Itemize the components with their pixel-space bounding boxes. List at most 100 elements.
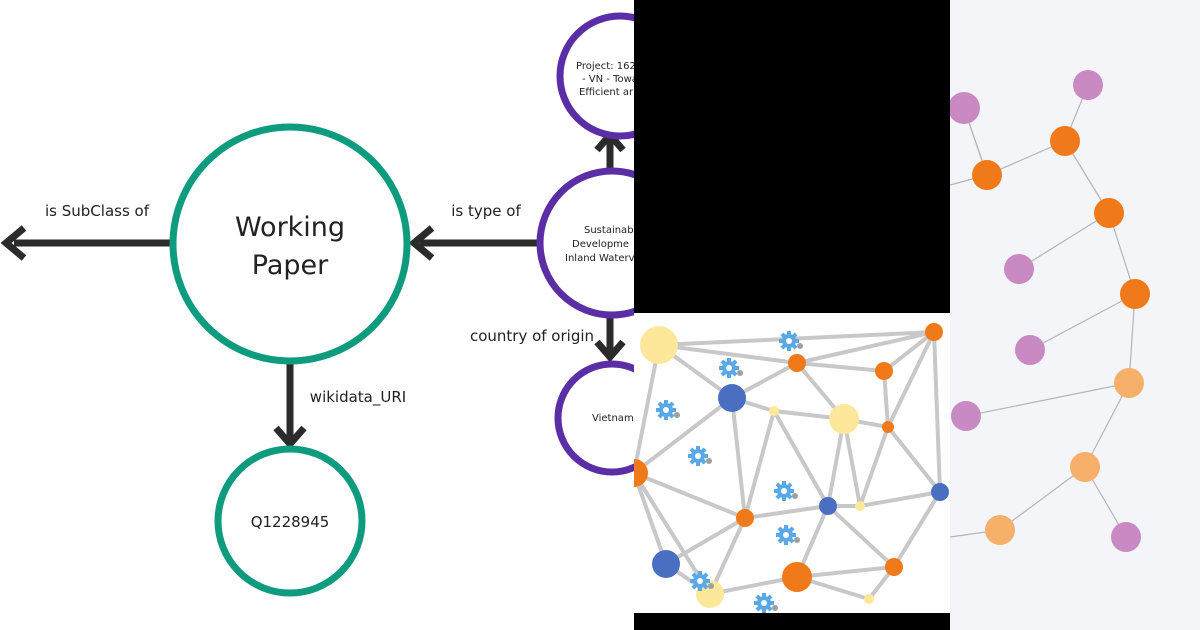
edge-subclass: is SubClass of — [0, 202, 170, 261]
network-node — [819, 497, 837, 515]
gear-small — [737, 370, 743, 376]
gear-tooth — [698, 586, 702, 591]
gear-hole — [697, 578, 703, 584]
node-sustainable-development: Sustainab Developme Inland Waterv — [536, 167, 634, 319]
gear-tooth — [698, 571, 702, 576]
network-node — [925, 323, 943, 341]
network-edge — [826, 504, 896, 569]
network-node — [736, 509, 754, 527]
tree-node — [1114, 368, 1144, 398]
network-edge — [634, 471, 712, 596]
tree-node — [1015, 335, 1045, 365]
tree-nodes — [950, 70, 1150, 552]
vietnam-label: Vietnam — [592, 413, 634, 424]
gear-hole — [786, 338, 792, 344]
network-node — [882, 421, 894, 433]
gear-small — [674, 412, 680, 418]
network-edge — [796, 361, 885, 373]
tree-edge — [965, 382, 1130, 417]
gear-hole — [781, 488, 787, 494]
network-edge — [664, 516, 747, 566]
network-node — [829, 404, 859, 434]
knowledge-graph-svg: is SubClass of is type of wikidata_URI c… — [0, 12, 634, 597]
project-line1: Project: 162 — [576, 61, 634, 72]
gear-hole — [726, 365, 732, 371]
network-edge — [658, 343, 798, 365]
gear-tooth — [782, 496, 786, 501]
gear-icon — [779, 331, 803, 351]
node-vietnam: Vietnam — [554, 360, 634, 476]
tree-node — [950, 92, 980, 124]
gear-tooth — [784, 525, 788, 530]
tree-graphic-panel — [950, 0, 1200, 630]
network-node — [652, 550, 680, 578]
node-label-line2: Paper — [252, 250, 329, 281]
tree-node — [1111, 522, 1141, 552]
gear-icon — [754, 593, 778, 613]
gear-tooth — [664, 400, 668, 405]
tree-edge — [999, 466, 1086, 531]
tree-node — [1050, 126, 1080, 156]
network-gears — [656, 331, 803, 613]
project-line2: - VN - Towa — [582, 74, 634, 85]
gear-tooth — [696, 461, 700, 466]
gear-tooth — [696, 446, 700, 451]
network-edge — [744, 504, 829, 520]
network-node — [931, 483, 949, 501]
network-edge — [882, 330, 936, 373]
network-edge — [730, 397, 747, 519]
gear-small — [794, 537, 800, 543]
edge-label-subclass: is SubClass of — [45, 202, 150, 220]
gear-hole — [783, 532, 789, 538]
network-node — [634, 459, 648, 487]
tree-edges — [950, 84, 1136, 538]
tree-graphic-svg — [950, 70, 1150, 552]
tree-node — [972, 160, 1002, 190]
edge-country-of-origin: country of origin — [470, 312, 626, 363]
tree-edge — [1084, 382, 1130, 468]
edge-label-origin: country of origin — [470, 327, 594, 345]
network-node — [855, 501, 865, 511]
sustainable-line3: Inland Waterv — [565, 253, 634, 264]
gear-hole — [761, 600, 767, 606]
tree-node — [985, 515, 1015, 545]
network-node — [640, 326, 678, 364]
network-node — [782, 562, 812, 592]
gear-tooth — [784, 540, 788, 545]
gear-tooth — [664, 415, 668, 420]
tree-edge — [1029, 293, 1136, 351]
edge-project — [594, 129, 626, 172]
sustainable-line1: Sustainab — [584, 225, 634, 236]
gear-icon — [656, 400, 680, 420]
gear-hole — [663, 407, 669, 413]
edge-label-uri: wikidata_URI — [310, 388, 406, 407]
network-edge — [932, 331, 942, 493]
network-edge — [634, 471, 746, 520]
tree-node — [1073, 70, 1103, 100]
tree-node — [1120, 279, 1150, 309]
black-image-panel — [634, 0, 950, 313]
tree-node — [951, 401, 981, 431]
gear-icon — [776, 525, 800, 545]
network-edge — [858, 426, 890, 507]
gear-icon — [774, 481, 798, 501]
network-edge — [634, 344, 661, 474]
network-edge — [886, 331, 936, 428]
network-edge — [882, 370, 890, 428]
gear-icon — [688, 446, 712, 466]
edge-wikidata-uri: wikidata_URI — [273, 360, 406, 450]
network-node — [718, 384, 746, 412]
network-edge — [658, 330, 935, 347]
gear-tooth — [782, 481, 786, 486]
gear-tooth — [787, 346, 791, 351]
gear-icon — [719, 358, 743, 378]
network-edge — [634, 472, 668, 565]
node-wikidata-id: Q1228945 — [214, 445, 366, 597]
network-edge — [892, 490, 942, 569]
sustainable-line2: Developme — [572, 239, 629, 250]
node-project: Project: 162 - VN - Towa Efficient ar — [556, 12, 634, 140]
gear-small — [797, 343, 803, 349]
network-edge — [796, 330, 935, 365]
gear-icon — [690, 571, 714, 591]
edge-label-type-of: is type of — [451, 202, 521, 220]
